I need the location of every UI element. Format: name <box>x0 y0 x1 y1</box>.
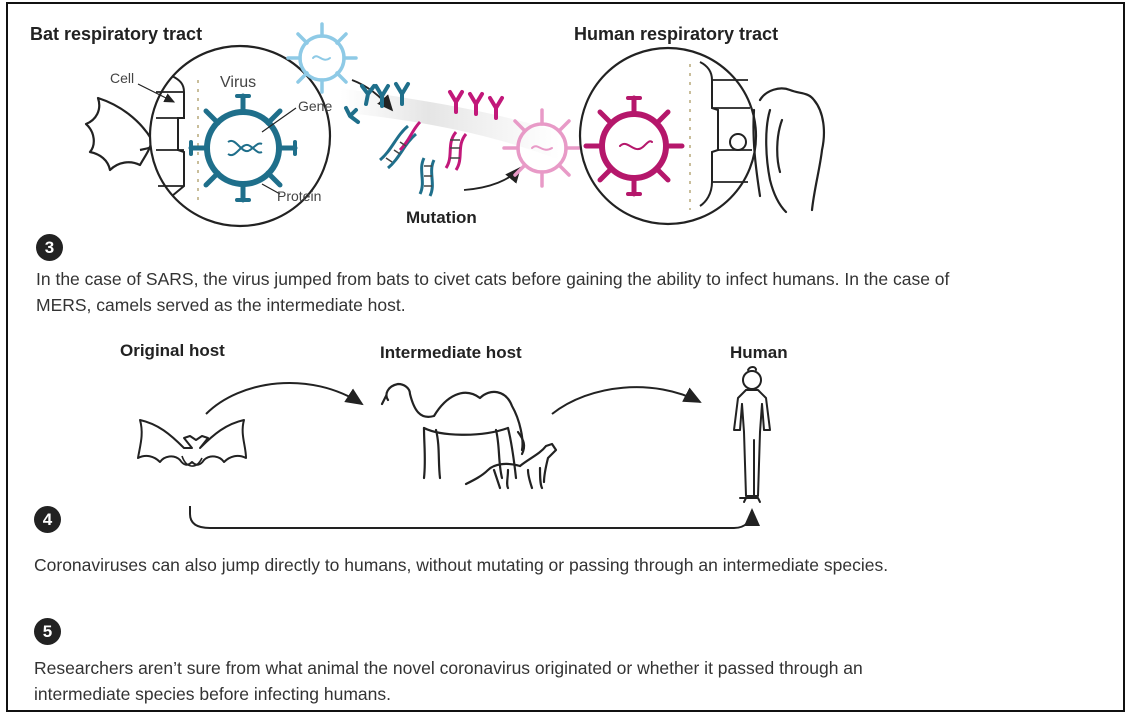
gene-label: Gene <box>298 98 333 114</box>
step-4-badge: 4 <box>34 506 61 533</box>
civet-silhouette <box>464 442 558 490</box>
arrow-intermediate-to-human <box>551 386 702 415</box>
arrow-mutation-to-pink-virus <box>463 166 522 191</box>
cell-pointer <box>137 83 176 103</box>
virus-blue-icon <box>188 93 298 203</box>
bat-tract-magnifier <box>148 44 332 228</box>
protein-pointer <box>261 183 281 195</box>
virus-light-blue-icon <box>286 22 358 94</box>
human-label: Human <box>730 343 788 362</box>
step-4-text: Coronaviruses can also jump directly to … <box>34 555 889 575</box>
virus-pink-icon <box>502 108 582 188</box>
arrow-to-mutation <box>351 79 394 112</box>
intermediate-host-label: Intermediate host <box>380 343 522 362</box>
antibody-blue-icons <box>344 82 410 124</box>
virus-label: Virus <box>220 74 257 91</box>
original-host-label: Original host <box>120 341 225 360</box>
step-3-text: In the case of SARS, the virus jumped fr… <box>36 269 950 315</box>
transmission-haze <box>340 88 560 160</box>
antibody-magenta-icons <box>448 90 504 120</box>
human-tract-title: Human respiratory tract <box>574 24 779 44</box>
camel-silhouette <box>380 382 526 480</box>
bat-tract-title: Bat respiratory tract <box>30 24 203 44</box>
human-tract-magnifier <box>578 46 758 226</box>
human-figure <box>733 366 771 503</box>
virus-magenta-icon <box>583 95 685 197</box>
arrow-direct-to-human <box>189 506 760 529</box>
human-torso-outline <box>752 87 825 214</box>
mutation-label: Mutation <box>406 208 477 227</box>
virus-blue-gene-icon <box>227 139 263 157</box>
step-5-text: Researchers aren’t sure from what animal… <box>34 658 863 704</box>
step-3-badge: 3 <box>36 234 63 261</box>
protein-label: Protein <box>277 188 322 204</box>
bat-silhouette-original-host <box>137 419 247 467</box>
arrow-original-to-intermediate <box>205 381 364 415</box>
cell-label: Cell <box>110 70 135 86</box>
dna-strand-icons <box>379 120 468 197</box>
gene-pointer <box>261 107 297 133</box>
step-5-badge: 5 <box>34 618 61 645</box>
